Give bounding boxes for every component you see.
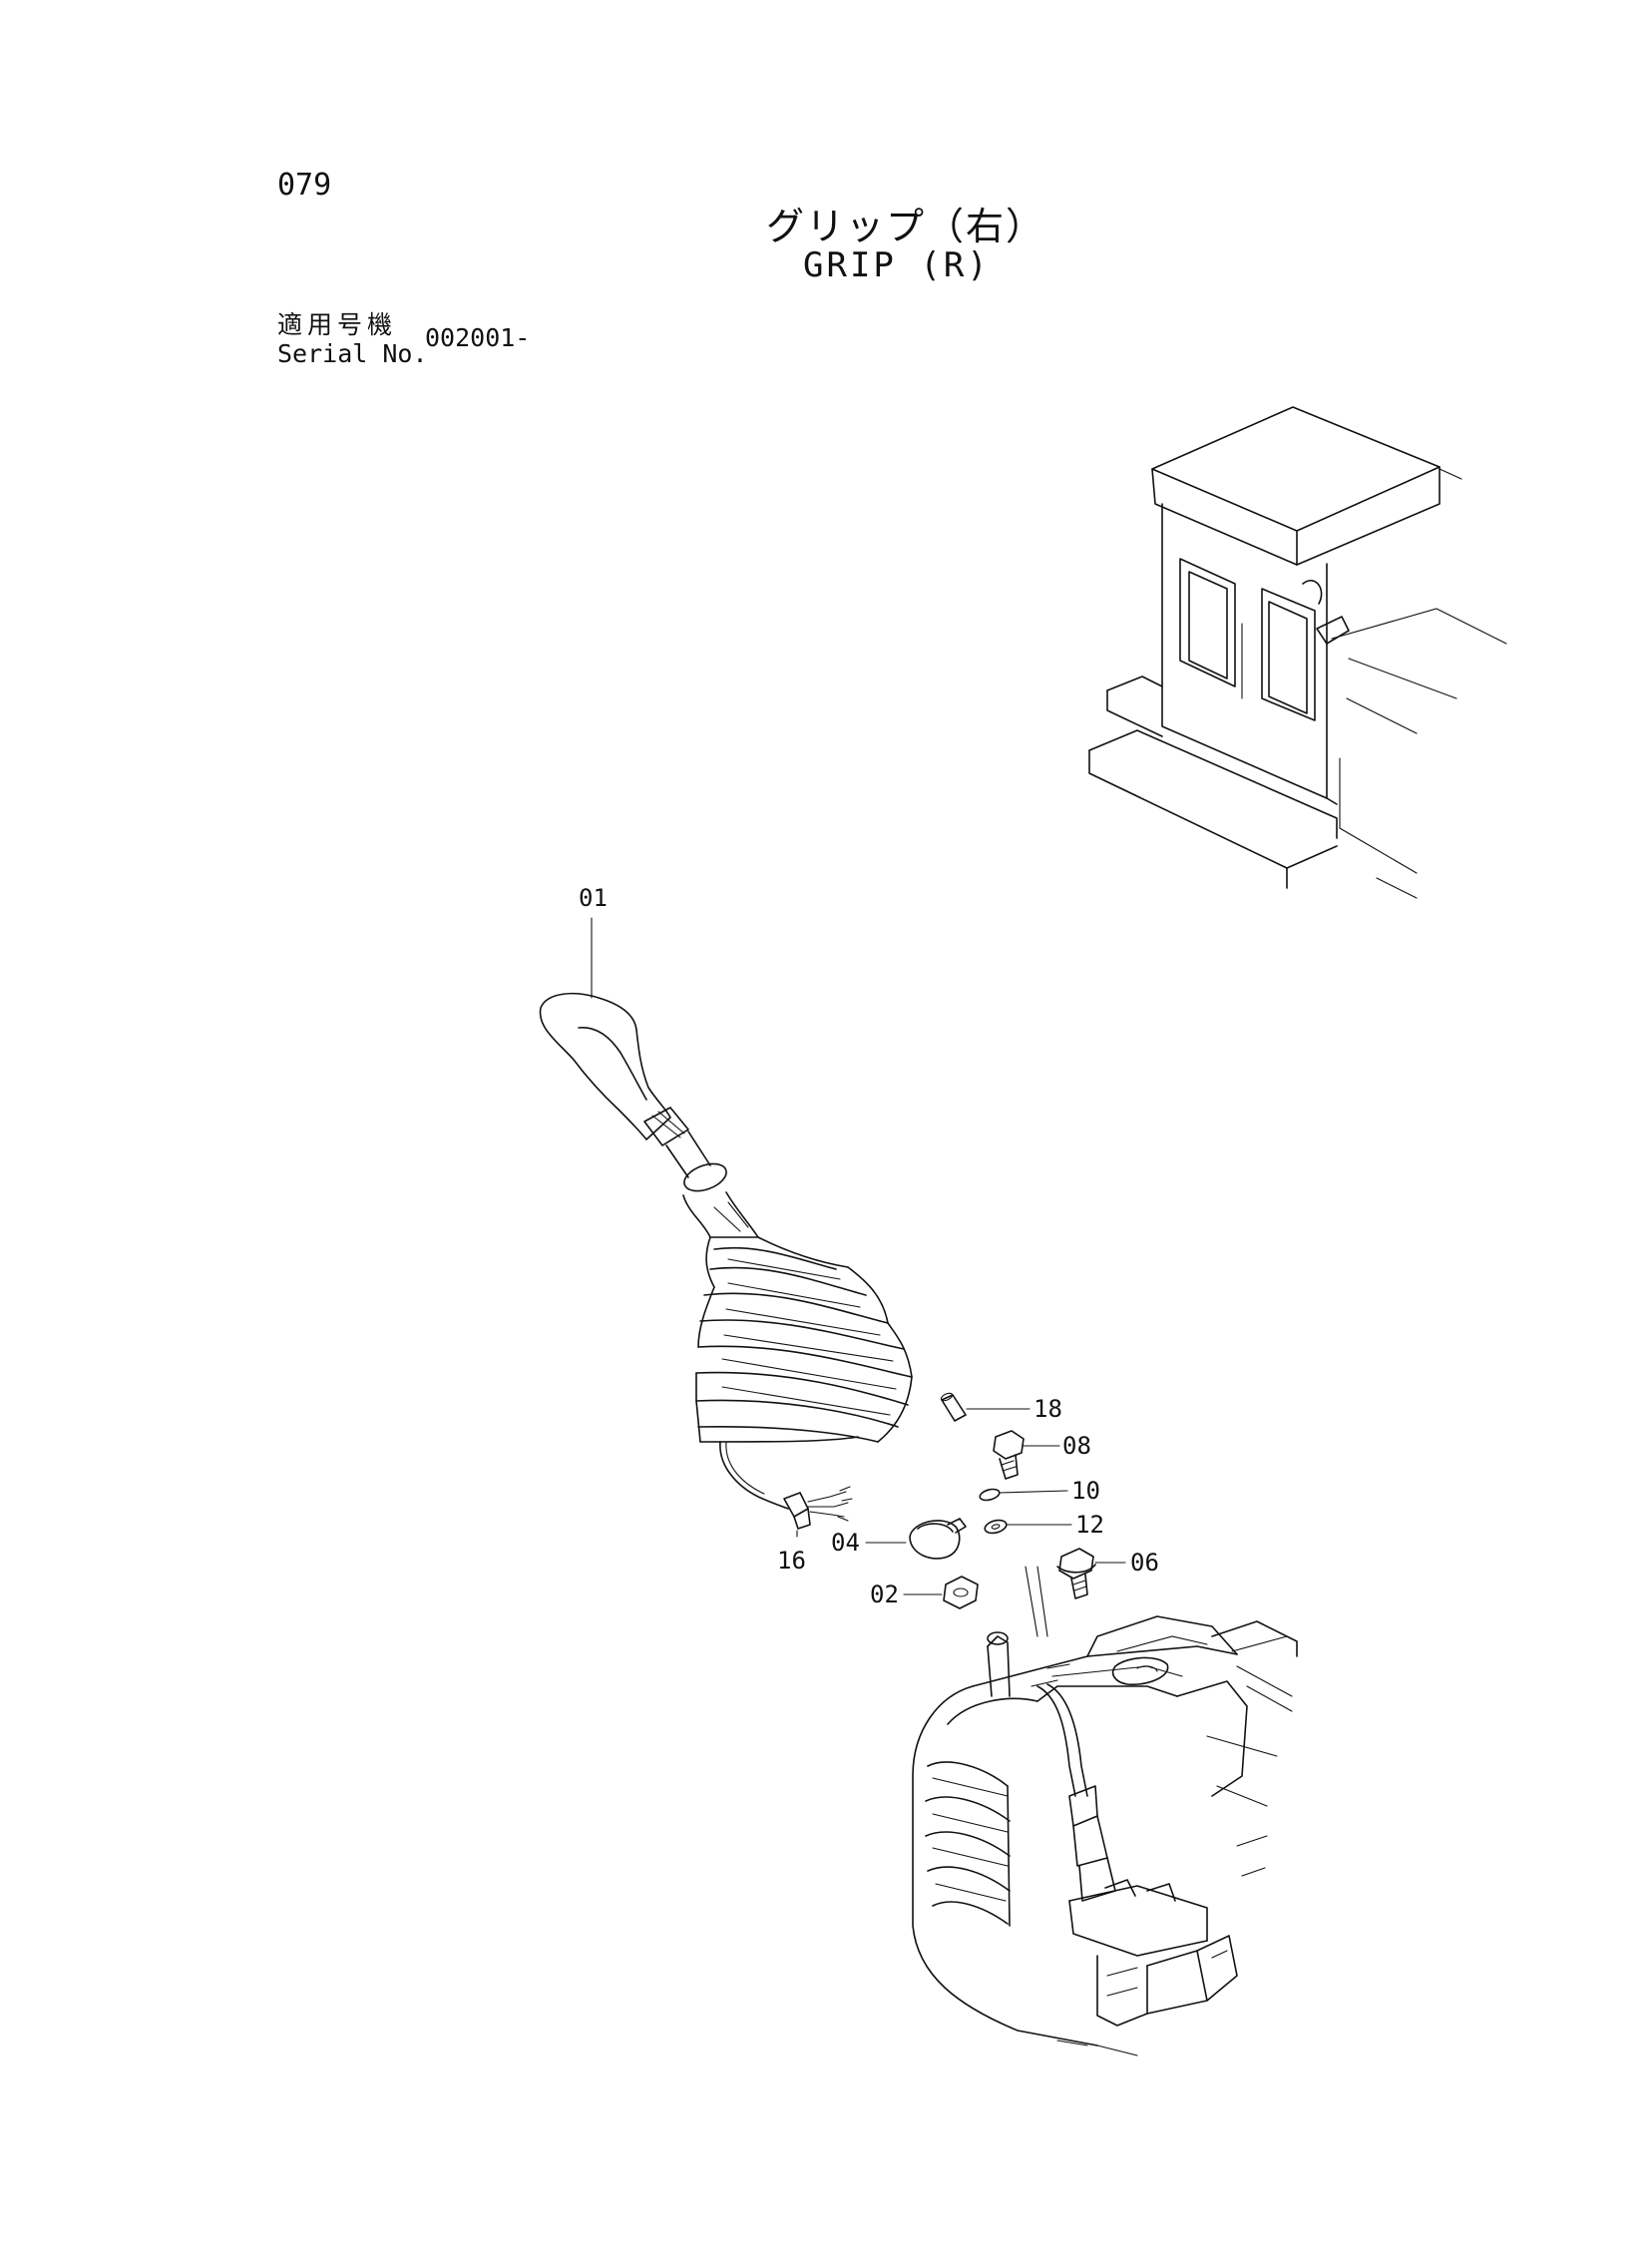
callout-18: 18 [1033,1395,1062,1423]
serial-number-value: 002001- [425,323,531,352]
callout-16: 16 [777,1547,806,1575]
serial-label-japanese: 適用号機 [277,310,398,339]
hardware-parts [909,1392,1096,1609]
callout-10: 10 [1071,1477,1100,1505]
serial-label-english: Serial No. [277,339,428,368]
callout-numbers: 01 16 18 08 10 12 04 06 02 [579,884,1159,1608]
callout-02: 02 [870,1581,899,1608]
callout-01: 01 [579,884,608,912]
callout-leaders [591,917,1126,1595]
callout-12: 12 [1075,1511,1104,1539]
page-title-english: GRIP (R) [803,245,991,285]
page-number: 079 [277,168,332,203]
callout-08: 08 [1062,1432,1091,1460]
cab-locator-illustration [1088,406,1507,899]
callout-06: 06 [1130,1549,1159,1577]
control-valve-console [912,1566,1298,2056]
callout-04: 04 [831,1529,860,1557]
grip-lever-assembly [539,992,913,1530]
page-title-japanese: グリップ（右） [766,205,1046,248]
